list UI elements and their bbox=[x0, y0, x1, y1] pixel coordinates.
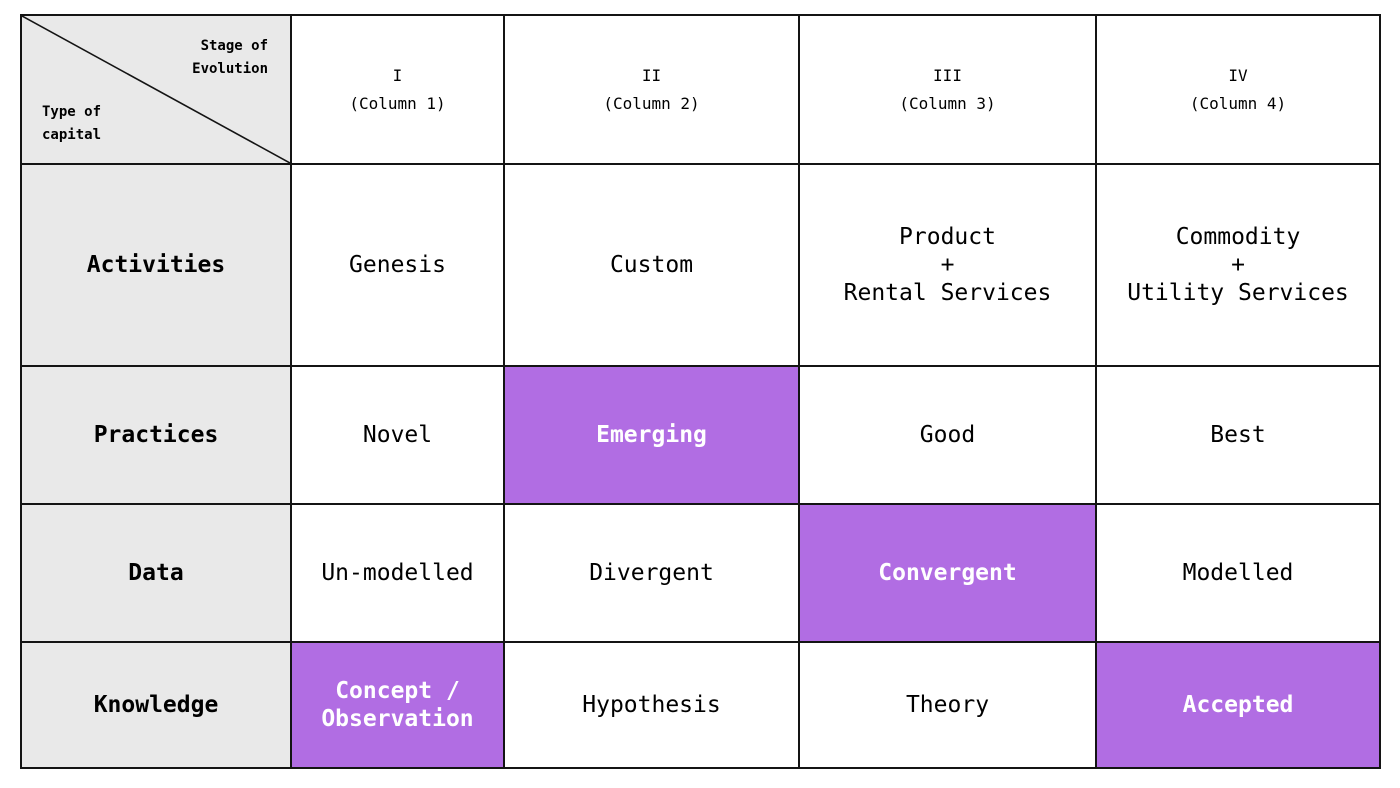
row-header-knowledge: Knowledge bbox=[20, 641, 292, 769]
column-numeral: III bbox=[933, 65, 962, 85]
column-sublabel: (Column 3) bbox=[899, 93, 996, 113]
row-header-practices: Practices bbox=[20, 365, 292, 505]
evolution-matrix-table: Stage of Evolution Type of capital I (Co… bbox=[20, 14, 1381, 769]
cell-activities-col2: Custom bbox=[503, 163, 800, 367]
cell-activities-col4: Commodity + Utility Services bbox=[1095, 163, 1381, 367]
corner-label-stage-of-evolution: Stage of Evolution bbox=[192, 38, 268, 77]
diagonal-divider-line bbox=[22, 16, 290, 163]
cell-practices-col2: Emerging bbox=[503, 365, 800, 505]
column-header-1: I (Column 1) bbox=[290, 14, 505, 165]
row-header-data: Data bbox=[20, 503, 292, 643]
cell-knowledge-col2: Hypothesis bbox=[503, 641, 800, 769]
cell-practices-col4: Best bbox=[1095, 365, 1381, 505]
cell-practices-col1: Novel bbox=[290, 365, 505, 505]
cell-data-col4: Modelled bbox=[1095, 503, 1381, 643]
column-sublabel: (Column 2) bbox=[603, 93, 700, 113]
corner-header-cell: Stage of Evolution Type of capital bbox=[20, 14, 292, 165]
corner-label-type-of-capital: Type of capital bbox=[42, 104, 102, 143]
column-sublabel: (Column 1) bbox=[349, 93, 446, 113]
column-numeral: IV bbox=[1228, 65, 1248, 85]
column-header-2: II (Column 2) bbox=[503, 14, 800, 165]
row-header-activities: Activities bbox=[20, 163, 292, 367]
cell-knowledge-col1: Concept / Observation bbox=[290, 641, 505, 769]
column-numeral: II bbox=[641, 65, 662, 85]
cell-data-col1: Un-modelled bbox=[290, 503, 505, 643]
column-numeral: I bbox=[392, 65, 403, 85]
cell-data-col2: Divergent bbox=[503, 503, 800, 643]
column-header-4: IV (Column 4) bbox=[1095, 14, 1381, 165]
cell-practices-col3: Good bbox=[798, 365, 1097, 505]
cell-activities-col1: Genesis bbox=[290, 163, 505, 367]
cell-activities-col3: Product + Rental Services bbox=[798, 163, 1097, 367]
cell-knowledge-col4: Accepted bbox=[1095, 641, 1381, 769]
column-sublabel: (Column 4) bbox=[1189, 93, 1287, 113]
cell-knowledge-col3: Theory bbox=[798, 641, 1097, 769]
column-header-3: III (Column 3) bbox=[798, 14, 1097, 165]
cell-data-col3: Convergent bbox=[798, 503, 1097, 643]
